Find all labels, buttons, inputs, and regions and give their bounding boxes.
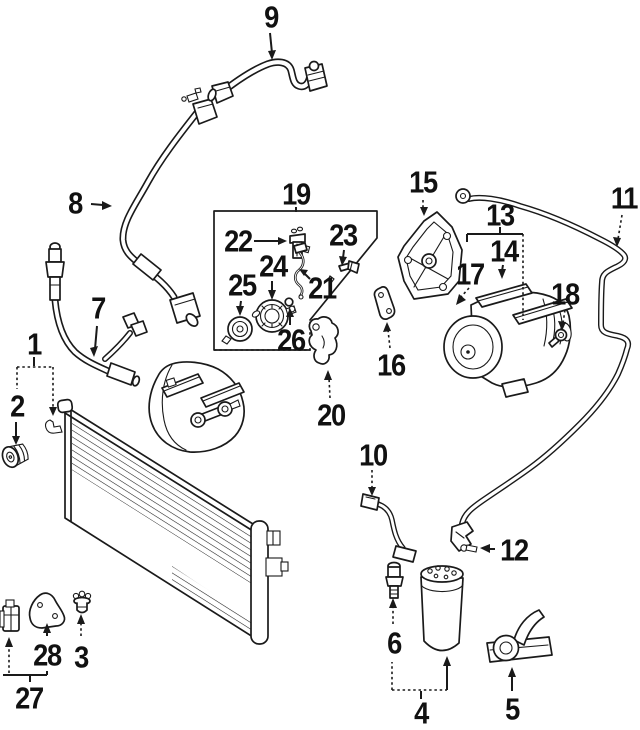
- callout-1-label: 1: [27, 326, 42, 362]
- callout-10-label: 10: [359, 437, 388, 473]
- clutch-pulley-17-drawing: [443, 315, 503, 379]
- hose-7-drawing: [45, 242, 141, 387]
- callout-8-label: 8: [68, 185, 83, 221]
- callout-28-label: 28: [33, 637, 62, 673]
- callout-7-label: 7: [91, 290, 106, 326]
- bracket-28-drawing: [28, 592, 66, 629]
- callout-17-label: 17: [456, 256, 485, 292]
- hose-7-elbow-drawing: [102, 312, 148, 362]
- hose-7-sleeve: [106, 362, 136, 386]
- callout-6-label: 6: [387, 625, 402, 661]
- callout-22-label: 22: [224, 223, 253, 259]
- condenser-fins: [72, 417, 252, 584]
- callout-14-label: 14: [490, 233, 519, 269]
- callout-26-label: 26: [277, 322, 306, 358]
- callout-5-label: 5: [505, 691, 520, 727]
- callout-9-label: 9: [264, 0, 279, 35]
- tube-10-drawing: [360, 493, 417, 563]
- hose-8-sleeve: [132, 253, 162, 281]
- callout-21-label: 21: [308, 270, 337, 306]
- callout-16-label: 16: [377, 347, 406, 383]
- callout-13-label: 13: [486, 197, 515, 233]
- hose-9-drawing: [207, 58, 328, 104]
- stud-26-drawing: [284, 297, 296, 313]
- grommet-2-drawing: [1, 443, 29, 469]
- callout-23-label: 23: [329, 217, 358, 253]
- callout-2-label: 2: [10, 388, 25, 424]
- callout-3-label: 3: [74, 639, 89, 675]
- bolt-18-drawing: [548, 328, 568, 348]
- condenser-tank: [250, 520, 269, 645]
- condenser-drawing: [44, 398, 289, 645]
- callout-11-label: 11: [610, 180, 639, 216]
- idler-pulley-25-drawing: [221, 310, 261, 345]
- grommet-3-drawing: [72, 590, 92, 614]
- condenser-bracket-tab: [44, 419, 63, 434]
- plate-16-drawing: [373, 285, 396, 321]
- callout-20-label: 20: [317, 397, 346, 433]
- compressor-rear-view-drawing: [148, 361, 245, 453]
- compressor-13-drawing: [443, 283, 573, 398]
- callout-19-label: 19: [282, 176, 311, 212]
- bracket-20-drawing: [308, 316, 339, 365]
- callout-18-label: 18: [551, 276, 580, 312]
- callout-25-label: 25: [228, 267, 257, 303]
- callout-24-label: 24: [259, 248, 288, 284]
- receiver-drier-drawing: [420, 565, 464, 652]
- lead-wire-21-drawing: [293, 242, 308, 300]
- leader-lines: [3, 32, 623, 699]
- callout-15-label: 15: [409, 164, 438, 200]
- clip-12-drawing: [460, 544, 478, 553]
- callout-27-label: 27: [15, 680, 44, 716]
- callout-12-label: 12: [500, 532, 529, 568]
- pressure-valve-6-drawing: [385, 561, 404, 599]
- callout-4-label: 4: [414, 695, 429, 730]
- sensor-27-drawing: [0, 599, 20, 632]
- pipe-11-curl: [455, 188, 471, 204]
- bolt-23-drawing: [327, 260, 360, 284]
- pipe-11-drawing: [450, 188, 632, 552]
- mounting-plate-15-drawing: [397, 211, 463, 300]
- bracket-5-drawing: [486, 609, 553, 663]
- hose-8-drawing: [119, 87, 218, 327]
